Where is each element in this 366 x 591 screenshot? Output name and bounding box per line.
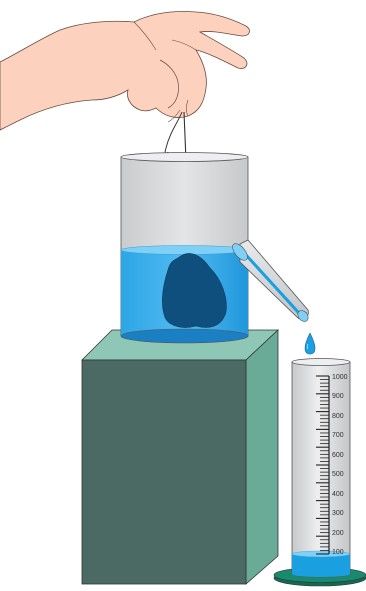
scale-label-100: 100 — [332, 549, 344, 556]
scale-label-500: 500 — [332, 471, 344, 478]
scale-label-200: 200 — [332, 530, 344, 537]
scale-label-1000: 1000 — [332, 374, 348, 381]
water-drop-icon — [305, 333, 315, 354]
scale-label-700: 700 — [332, 432, 344, 439]
hand-icon — [0, 11, 249, 130]
scale-label-400: 400 — [332, 491, 344, 498]
scale-label-600: 600 — [332, 452, 344, 459]
scale-label-800: 800 — [332, 413, 344, 420]
support-block — [82, 330, 278, 584]
scale-label-900: 900 — [332, 393, 344, 400]
graduated-cylinder: 1000 900 800 700 600 500 400 300 200 100 — [274, 359, 366, 587]
scale-label-300: 300 — [332, 510, 344, 517]
